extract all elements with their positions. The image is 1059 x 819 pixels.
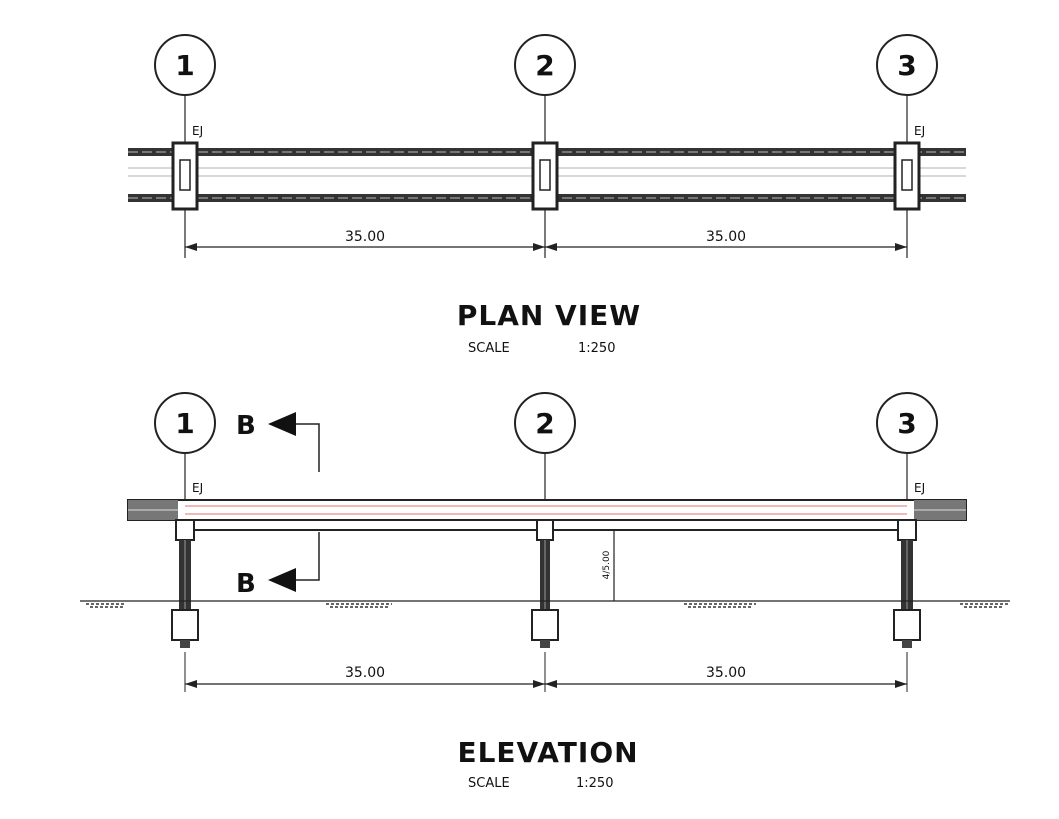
elev-pier-3: [893, 519, 921, 648]
elev-dim-1: 35.00: [345, 665, 385, 681]
plan-scale-value: 1:250: [578, 341, 615, 356]
plan-dim-1: 35.00: [345, 229, 385, 245]
elev-pier-1: [171, 519, 199, 648]
elev-grid-3-label: 3: [897, 407, 916, 440]
elev-deck: [127, 499, 967, 531]
section-arrow-bottom-icon: [268, 568, 296, 592]
elev-pier-2: [531, 519, 559, 648]
plan-pier-1: [171, 141, 199, 211]
plan-dim-2: 35.00: [706, 229, 746, 245]
section-mark-bottom: B: [236, 569, 256, 599]
elev-grid-3: 3: [876, 392, 938, 500]
plan-grid-2: 2: [514, 34, 576, 258]
elev-scale-value: 1:250: [576, 776, 613, 791]
plan-title: PLAN VIEW: [457, 299, 641, 332]
elev-dimension: 35.00 35.00: [184, 652, 908, 692]
plan-pier-3: [893, 141, 921, 211]
elev-scale-label: SCALE: [468, 776, 510, 791]
plan-ej-left: EJ: [192, 124, 203, 138]
plan-scale-label: SCALE: [468, 341, 510, 356]
section-cut-bottom: B: [236, 532, 320, 599]
elev-grid-1: 1: [154, 392, 216, 500]
plan-dimension: 35.00 35.00: [185, 229, 907, 251]
elevation-view: 1 2 3 EJ EJ B B: [80, 392, 1010, 791]
elev-ej-left: EJ: [192, 481, 203, 495]
elev-dim-2: 35.00: [706, 665, 746, 681]
section-mark-top: B: [236, 411, 256, 441]
elev-ej-right: EJ: [914, 481, 925, 495]
plan-pier-2: [531, 141, 559, 211]
section-cut-top: B: [236, 411, 320, 472]
section-arrow-top-icon: [268, 412, 296, 436]
elev-grid-2-label: 2: [535, 407, 554, 440]
clearance-dimension: 4/5.00: [602, 530, 615, 601]
clearance-label: 4/5.00: [602, 550, 612, 579]
plan-grid-1-label: 1: [175, 49, 194, 82]
plan-grid-2-label: 2: [535, 49, 554, 82]
elev-grid-1-label: 1: [175, 407, 194, 440]
elevation-title: ELEVATION: [457, 736, 638, 769]
plan-grid-3: 3: [876, 34, 938, 258]
plan-grid-3-label: 3: [897, 49, 916, 82]
plan-view: 1 2 3 EJ EJ: [128, 34, 966, 356]
plan-ej-right: EJ: [914, 124, 925, 138]
ground-line: [80, 600, 1010, 608]
